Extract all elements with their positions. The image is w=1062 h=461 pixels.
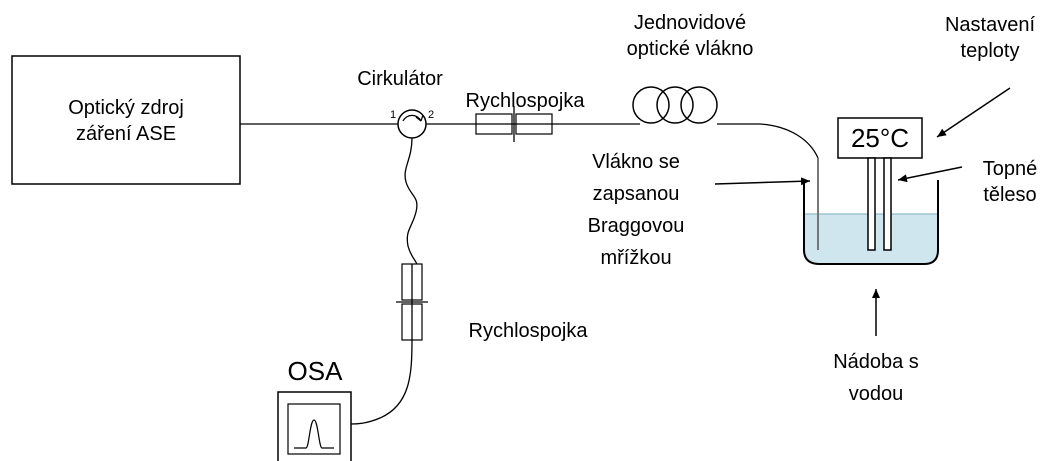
vessel-label-line1: Nádoba s [833,351,919,373]
osa-icon [277,391,352,461]
heater-rods [867,157,892,251]
fiber-circulator-to-osa [404,137,419,269]
grating-label-line1: Vlákno se [592,151,680,173]
fiber-connector-to-osa [350,339,413,425]
heater-label-line1: Topné [982,158,1038,180]
source-label: Optický zdroj záření ASE [12,95,240,147]
source-box [11,55,241,185]
source-label-line1: Optický zdroj [68,97,184,119]
vessel-label-line2: vodou [848,383,904,405]
port2-label: 2 [428,109,435,121]
connector-bottom-icon [396,263,428,341]
grating-label-line2: zapsanou [592,183,680,205]
fiber-coil-label-line1: Jednovidové [633,12,747,34]
osa-label: OSA [287,356,343,386]
port1-label: 1 [390,109,397,121]
arrow-temperature [936,87,1011,138]
heater-label-line2: těleso [983,184,1037,206]
grating-label-line4: mřížkou [600,247,672,269]
arrow-heater [897,166,963,183]
temperature-label: Nastavení teploty [920,12,1060,64]
fiber-coil-label-line2: optické vlákno [626,38,754,60]
heater-label: Topné těleso [962,156,1058,208]
temperature-controller [837,117,923,159]
source-label-line2: záření ASE [75,123,177,145]
arrow-grating [714,177,811,186]
grating-label: Vlákno se zapsanou Braggovou mřížkou [556,146,716,274]
vessel-label: Nádoba s vodou [808,346,944,410]
temperature-label-line1: Nastavení [944,14,1036,36]
circulator-label: Cirkulátor [357,68,443,90]
fiber-coil-label: Jednovidové optické vlákno [600,10,780,62]
connector-top-label: Rychlospojka [465,90,585,112]
grating-label-line3: Braggovou [587,215,685,237]
temperature-label-line2: teploty [960,40,1020,62]
temperature-display: 25°C [850,123,910,153]
circulator-icon [397,109,427,139]
fiber-to-grating [717,123,819,159]
fiber-coil-icon [632,86,718,124]
connector-bottom-label: Rychlospojka [468,320,588,342]
